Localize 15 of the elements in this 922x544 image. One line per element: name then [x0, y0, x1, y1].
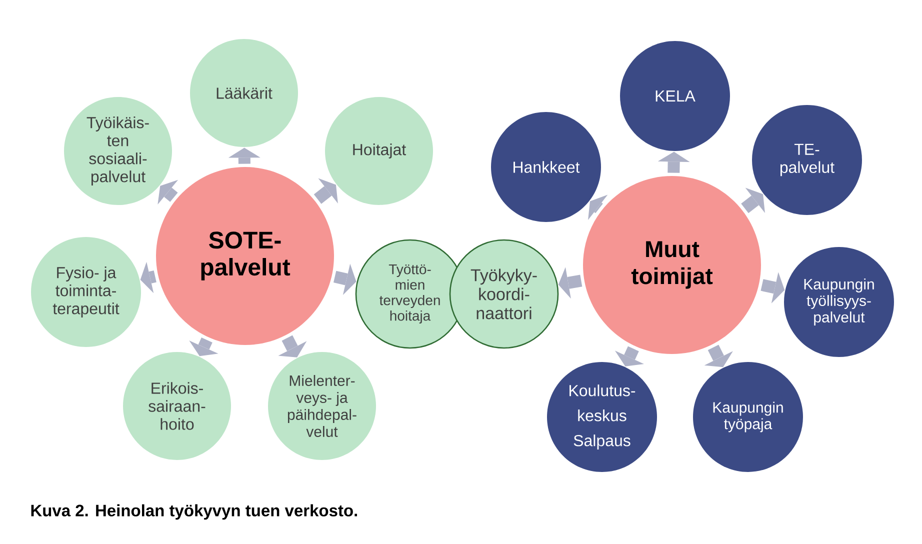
arrow — [614, 346, 644, 366]
arrow — [334, 264, 356, 295]
arrow — [189, 337, 218, 356]
arrow — [314, 178, 338, 204]
arrow — [558, 267, 582, 299]
arrow — [228, 148, 260, 164]
caption: Kuva 2. Heinolan työkyvyn tuen verkosto. — [31, 504, 357, 520]
arrow — [760, 272, 785, 304]
arrow — [158, 180, 178, 205]
arrow — [658, 152, 690, 173]
arrow — [140, 262, 156, 294]
arrow — [704, 344, 733, 368]
arrow — [588, 194, 608, 220]
arrow — [278, 335, 307, 358]
arrow — [741, 188, 765, 214]
